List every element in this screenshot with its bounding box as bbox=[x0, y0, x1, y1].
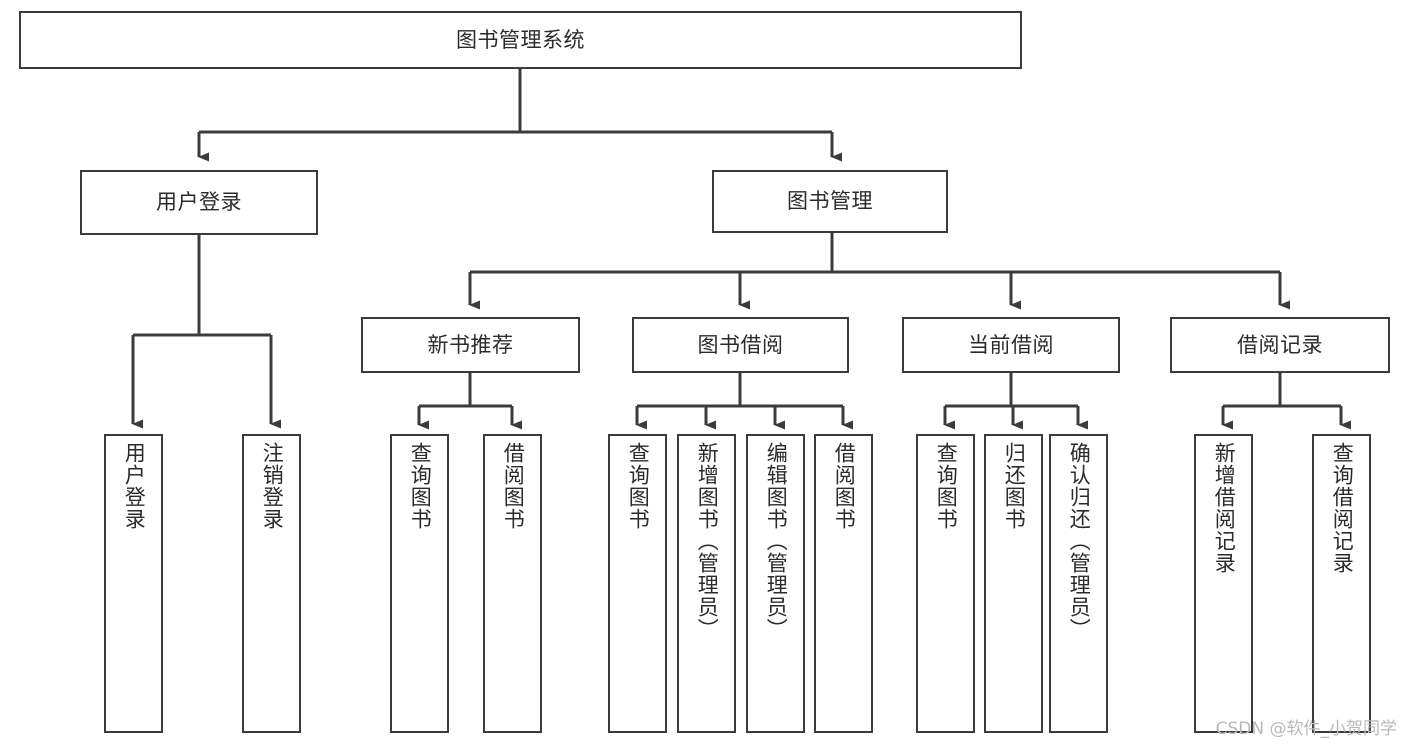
node-root-label: 图书管理系统 bbox=[456, 27, 585, 52]
node-leaf-return-book-label: 归还图书 bbox=[1002, 442, 1027, 530]
node-leaf-query-book-2[interactable]: 查询图书 bbox=[608, 434, 667, 733]
node-new-book-recommend-label: 新书推荐 bbox=[427, 332, 514, 357]
node-leaf-confirm-return-label: 确认归还（管理员） bbox=[1067, 442, 1092, 640]
node-leaf-borrow-book-2[interactable]: 借阅图书 bbox=[814, 434, 873, 733]
node-leaf-logout-login-label: 注销登录 bbox=[260, 442, 285, 530]
watermark-text: CSDN @软件_小贺同学 bbox=[1215, 719, 1397, 739]
node-leaf-borrow-book-1[interactable]: 借阅图书 bbox=[483, 434, 542, 733]
node-leaf-borrow-book-1-label: 借阅图书 bbox=[501, 442, 526, 530]
node-leaf-query-borrow-record-label: 查询借阅记录 bbox=[1330, 442, 1355, 574]
node-leaf-add-borrow-record-label: 新增借阅记录 bbox=[1212, 442, 1237, 574]
node-leaf-query-book-1[interactable]: 查询图书 bbox=[390, 434, 449, 733]
node-leaf-return-book[interactable]: 归还图书 bbox=[984, 434, 1043, 733]
node-borrow-record[interactable]: 借阅记录 bbox=[1170, 317, 1390, 373]
node-current-borrow[interactable]: 当前借阅 bbox=[902, 317, 1120, 373]
node-leaf-user-login[interactable]: 用户登录 bbox=[104, 434, 163, 733]
node-book-borrow-label: 图书借阅 bbox=[697, 332, 784, 357]
node-leaf-user-login-label: 用户登录 bbox=[122, 442, 147, 530]
node-new-book-recommend[interactable]: 新书推荐 bbox=[361, 317, 580, 373]
node-leaf-query-book-3-label: 查询图书 bbox=[934, 442, 959, 530]
node-leaf-query-book-3[interactable]: 查询图书 bbox=[916, 434, 975, 733]
node-current-borrow-label: 当前借阅 bbox=[968, 332, 1054, 357]
node-borrow-record-label: 借阅记录 bbox=[1237, 332, 1323, 357]
node-root[interactable]: 图书管理系统 bbox=[19, 11, 1022, 69]
node-leaf-add-book[interactable]: 新增图书（管理员） bbox=[677, 434, 736, 733]
node-leaf-confirm-return[interactable]: 确认归还（管理员） bbox=[1049, 434, 1108, 733]
node-user-login-label: 用户登录 bbox=[156, 190, 242, 215]
node-leaf-query-borrow-record[interactable]: 查询借阅记录 bbox=[1312, 434, 1371, 733]
node-leaf-logout-login[interactable]: 注销登录 bbox=[242, 434, 301, 733]
node-leaf-add-borrow-record[interactable]: 新增借阅记录 bbox=[1194, 434, 1253, 733]
node-leaf-add-book-label: 新增图书（管理员） bbox=[695, 442, 720, 640]
node-leaf-query-book-1-label: 查询图书 bbox=[408, 442, 433, 530]
node-leaf-edit-book[interactable]: 编辑图书（管理员） bbox=[746, 434, 805, 733]
node-book-management[interactable]: 图书管理 bbox=[712, 170, 948, 233]
node-leaf-borrow-book-2-label: 借阅图书 bbox=[832, 442, 857, 530]
node-leaf-query-book-2-label: 查询图书 bbox=[626, 442, 651, 530]
node-book-management-label: 图书管理 bbox=[787, 189, 873, 214]
node-leaf-edit-book-label: 编辑图书（管理员） bbox=[764, 442, 789, 640]
node-book-borrow[interactable]: 图书借阅 bbox=[632, 317, 849, 373]
node-user-login[interactable]: 用户登录 bbox=[80, 170, 318, 235]
